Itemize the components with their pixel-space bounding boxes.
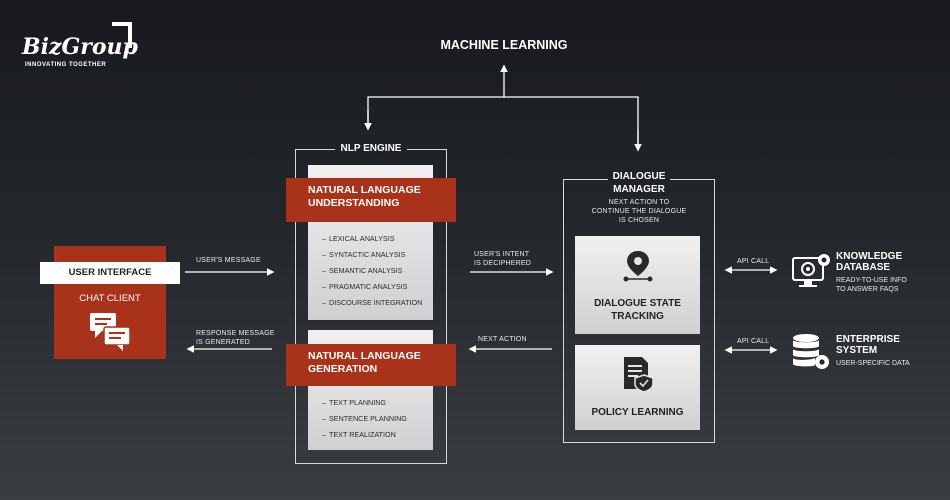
nlu-title-line1: NATURAL LANGUAGE: [308, 184, 421, 196]
nlu-header: NATURAL LANGUAGE UNDERSTANDING: [286, 178, 456, 222]
es-title-line2: SYSTEM: [836, 345, 878, 356]
nlg-item: SENTENCE PLANNING: [322, 414, 407, 423]
logo-tagline: INNOVATING TOGETHER: [25, 62, 107, 68]
logo-bracket-icon: [112, 22, 132, 48]
es-sub-line1: USER-SPECIFIC DATA: [836, 360, 910, 367]
nlg-item: TEXT REALIZATION: [322, 430, 396, 439]
location-pin-icon: [623, 251, 653, 282]
user-interface-title: USER INTERFACE: [40, 262, 180, 284]
kd-sub-line1: READY-TO-USE INFO: [836, 277, 907, 284]
api-call-label-1: API CALL: [737, 258, 770, 265]
enterprise-system-title: ENTERPRISE SYSTEM: [836, 334, 900, 356]
nlu-item: SEMANTIC ANALYSIS: [322, 266, 402, 275]
dm-note-line3: IS CHOSEN: [618, 217, 660, 224]
logo-wordmark: BizGroup: [22, 34, 138, 60]
intent-label: USER'S INTENT IS DECIPHERED: [474, 250, 531, 268]
knowledge-database-subtitle: READY-TO-USE INFO TO ANSWER FAQs: [836, 276, 907, 294]
kd-sub-line2: TO ANSWER FAQs: [836, 286, 899, 293]
kd-title-line1: KNOWLEDGE: [836, 251, 903, 262]
es-title-line1: ENTERPRISE: [836, 334, 900, 345]
nlu-item: DISCOURSE INTEGRATION: [322, 298, 422, 307]
dm-note-line1: NEXT ACTION TO: [608, 199, 670, 206]
api-call-label-2: API CALL: [737, 338, 770, 345]
nlu-item: SYNTACTIC ANALYSIS: [322, 250, 405, 259]
dm-note-line2: CONTINUE THE DIALOGUE: [591, 208, 687, 215]
user-message-label: USER'S MESSAGE: [196, 257, 261, 264]
machine-learning-title: MACHINE LEARNING: [440, 38, 568, 52]
kd-title-line2: DATABASE: [836, 262, 891, 273]
nlp-engine-title: NLP ENGINE: [295, 143, 447, 154]
policy-learning-label: POLICY LEARNING: [591, 407, 684, 418]
nlu-title-line2: UNDERSTANDING: [308, 197, 400, 209]
bizgroup-logo: BizGroup INNOVATING TOGETHER: [22, 22, 138, 74]
response-label-line2: IS GENERATED: [196, 339, 251, 346]
nlu-item: PRAGMATIC ANALYSIS: [322, 282, 407, 291]
dst-label-line2: TRACKING: [611, 311, 664, 322]
intent-label-line2: IS DECIPHERED: [474, 260, 532, 267]
nlg-item: TEXT PLANNING: [322, 398, 386, 407]
knowledge-database-icon: [792, 254, 830, 287]
chat-client-label: CHAT CLIENT: [79, 293, 141, 304]
response-message-label: RESPONSE MESSAGE IS GENERATED: [196, 329, 275, 347]
next-action-label: NEXT ACTION: [478, 336, 527, 343]
nlg-title-line2: GENERATION: [308, 363, 378, 375]
intent-label-line1: USER'S INTENT: [474, 251, 530, 258]
nlu-item: LEXICAL ANALYSIS: [322, 234, 395, 243]
nlg-header: NATURAL LANGUAGE GENERATION: [286, 344, 456, 386]
chat-bubbles-icon: [90, 313, 131, 351]
response-label-line1: RESPONSE MESSAGE: [196, 330, 275, 337]
policy-document-icon: [624, 357, 654, 393]
dm-title-line1: DIALOGUE: [607, 171, 671, 182]
nlg-title-line1: NATURAL LANGUAGE: [308, 350, 421, 362]
enterprise-system-subtitle: USER-SPECIFIC DATA: [836, 359, 910, 368]
dm-title-line2: MANAGER: [608, 184, 670, 195]
nlp-engine-title-text: NLP ENGINE: [334, 143, 408, 154]
enterprise-system-icon: [793, 334, 829, 369]
dst-label: DIALOGUE STATE TRACKING: [575, 297, 700, 323]
dst-label-line1: DIALOGUE STATE: [594, 298, 681, 309]
knowledge-database-title: KNOWLEDGE DATABASE: [836, 251, 902, 273]
dialogue-manager-title: DIALOGUE MANAGER: [563, 170, 715, 196]
dialogue-manager-note: NEXT ACTION TO CONTINUE THE DIALOGUE IS …: [573, 198, 705, 225]
